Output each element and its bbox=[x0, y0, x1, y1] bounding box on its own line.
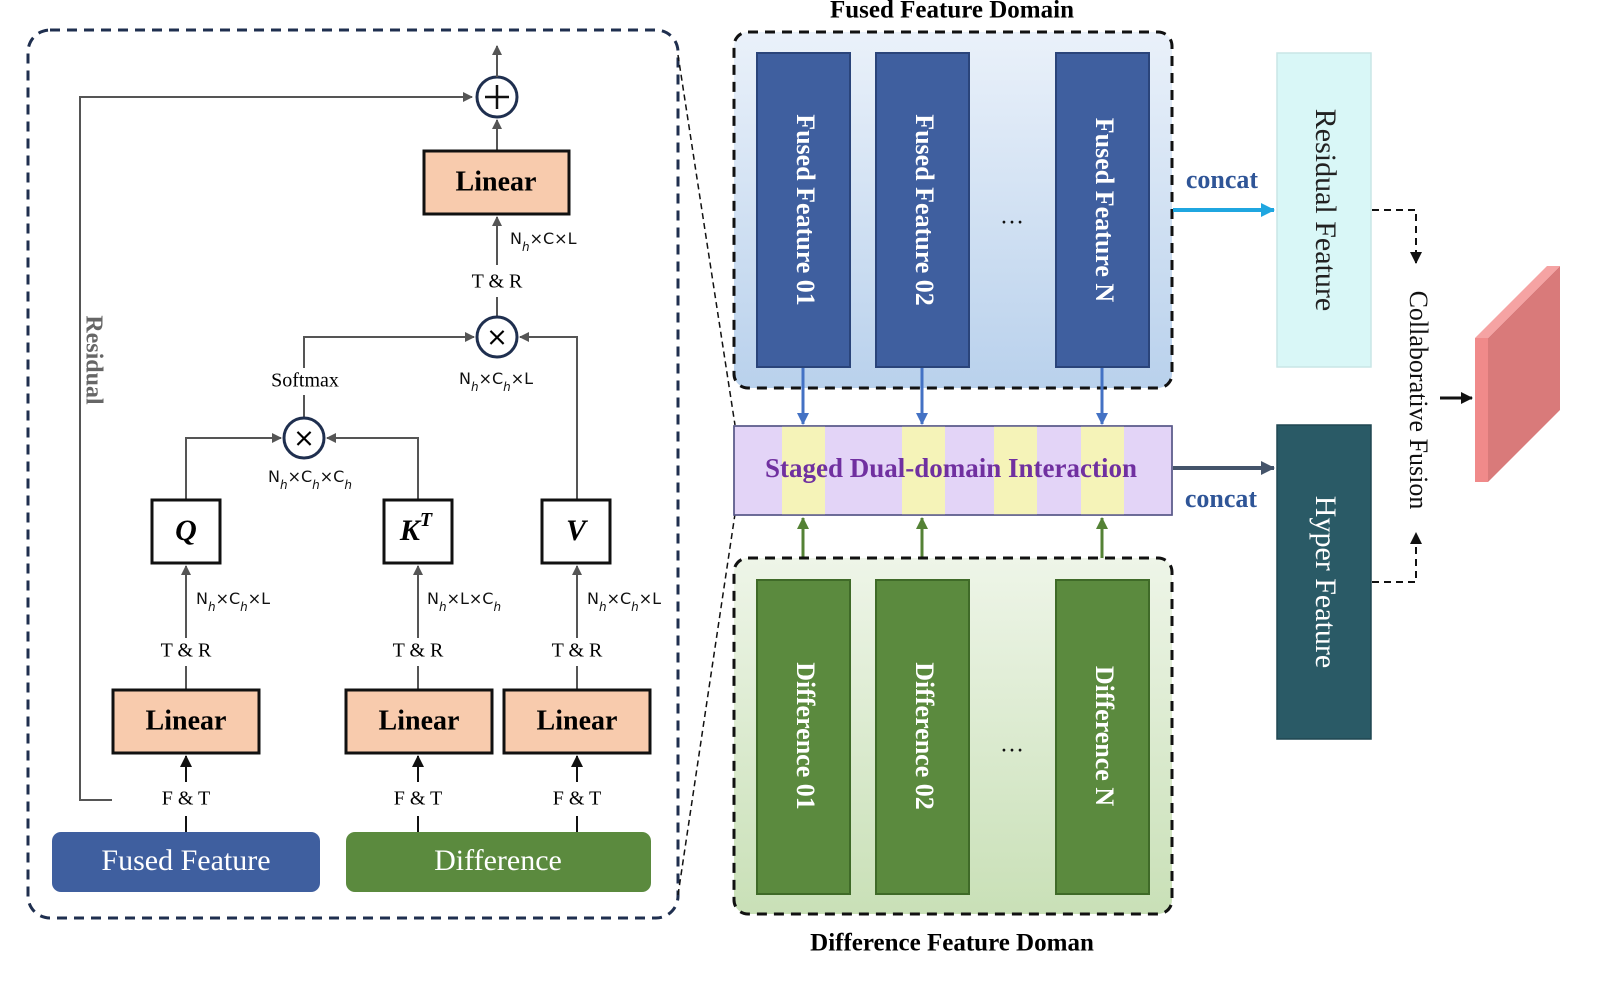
v-block bbox=[540, 498, 612, 565]
attention-panel-border bbox=[26, 28, 680, 920]
svg-text:Fused Feature 01: Fused Feature 01 bbox=[791, 114, 820, 306]
collaborative-fusion-label: Collaborative Fusion bbox=[1404, 291, 1433, 510]
svg-text:Linear: Linear bbox=[146, 705, 227, 736]
ft-q-label: F & T bbox=[162, 788, 211, 810]
residual-path bbox=[79, 92, 473, 801]
interaction-stage-2 bbox=[902, 426, 945, 515]
svg-text:Difference 02: Difference 02 bbox=[910, 662, 939, 810]
output-block-top bbox=[1475, 266, 1560, 338]
k-label: KT bbox=[399, 509, 433, 547]
difference-input-label: Difference bbox=[434, 844, 562, 877]
multiply-operator-mid bbox=[282, 416, 326, 460]
difference-01 bbox=[756, 579, 851, 895]
fused-feature-02 bbox=[875, 52, 970, 368]
svg-text:×: × bbox=[486, 323, 508, 353]
tr-v-label: T & R bbox=[552, 640, 603, 662]
residual-feature-block bbox=[1276, 52, 1372, 368]
svg-text:Fused Feature 02: Fused Feature 02 bbox=[910, 114, 939, 306]
softmax-path bbox=[303, 332, 475, 368]
fused-ellipsis: … bbox=[1000, 204, 1024, 230]
dim-mul-mid: Nh×Ch×Ch bbox=[268, 467, 352, 492]
dim-q: Nh×Ch×L bbox=[196, 589, 270, 614]
v-path bbox=[519, 332, 578, 500]
interaction-label: Staged Dual-domain Interaction bbox=[765, 453, 1137, 483]
difference-input bbox=[346, 832, 651, 892]
interaction-stage-1 bbox=[782, 426, 825, 515]
linear-out-block bbox=[422, 149, 571, 216]
svg-text:Residual Feature: Residual Feature bbox=[1309, 109, 1342, 311]
svg-text:Linear: Linear bbox=[379, 705, 460, 736]
softmax-label: Softmax bbox=[271, 370, 339, 392]
concat-bottom-label: concat bbox=[1185, 484, 1258, 513]
fused-feature-01 bbox=[756, 52, 851, 368]
v-label: V bbox=[566, 514, 589, 547]
svg-text:Difference N: Difference N bbox=[1090, 666, 1119, 807]
fused-domain-title: Fused Feature Domain bbox=[830, 0, 1074, 24]
fusion-path-bottom bbox=[1372, 532, 1422, 583]
tr-q-label: T & R bbox=[161, 640, 212, 662]
svg-text:Hyper Feature: Hyper Feature bbox=[1309, 496, 1342, 668]
interaction-stage-4 bbox=[1081, 426, 1124, 515]
ft-v-label: F & T bbox=[553, 788, 602, 810]
dim-mul-top: Nh×Ch×L bbox=[459, 369, 533, 394]
fusion-path-top bbox=[1372, 209, 1422, 264]
residual-label: Residual bbox=[80, 315, 106, 405]
zoom-line-top bbox=[677, 54, 736, 426]
fused-feature-input-label: Fused Feature bbox=[101, 844, 270, 877]
fused-feature-input bbox=[52, 832, 320, 892]
difference-domain-title: Difference Feature Doman bbox=[810, 930, 1094, 957]
output-block-front bbox=[1475, 338, 1488, 482]
multiply-operator-top bbox=[475, 315, 519, 359]
svg-text:×: × bbox=[293, 424, 315, 454]
dim-k: Nh×L×Ch bbox=[427, 589, 501, 614]
difference-n bbox=[1055, 579, 1150, 895]
difference-ellipsis: … bbox=[1000, 732, 1024, 758]
fused-feature-n bbox=[1055, 52, 1150, 368]
linear-k-block bbox=[344, 688, 494, 755]
linear-out-label: Linear bbox=[456, 166, 537, 197]
difference-02 bbox=[875, 579, 970, 895]
zoom-line-bottom bbox=[677, 513, 736, 896]
interaction-stage-3 bbox=[994, 426, 1037, 515]
ft-k-label: F & T bbox=[394, 788, 443, 810]
tr-k-label: T & R bbox=[393, 640, 444, 662]
hyper-feature-block bbox=[1276, 424, 1372, 740]
svg-text:Fused Feature N: Fused Feature N bbox=[1090, 118, 1119, 303]
linear-v-block bbox=[502, 688, 652, 755]
dim-linear-out: Nh×C×L bbox=[510, 229, 577, 254]
svg-text:Difference 01: Difference 01 bbox=[791, 662, 820, 810]
dim-v: Nh×Ch×L bbox=[587, 589, 661, 614]
svg-text:Linear: Linear bbox=[537, 705, 618, 736]
q-block bbox=[150, 498, 222, 565]
k-block bbox=[382, 498, 454, 565]
tr-top-label: T & R bbox=[472, 271, 523, 293]
concat-top-label: concat bbox=[1186, 165, 1259, 194]
linear-q-block bbox=[111, 688, 261, 755]
q-label: Q bbox=[175, 514, 197, 547]
